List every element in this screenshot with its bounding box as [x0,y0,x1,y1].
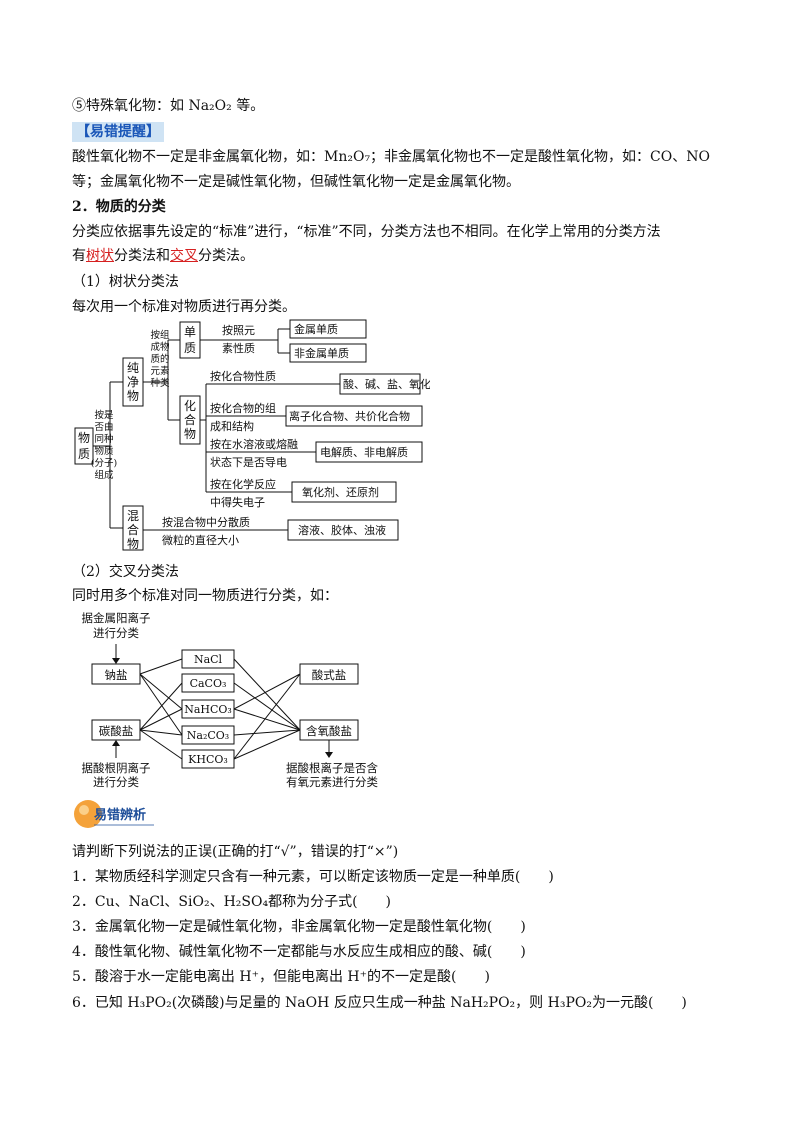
svg-text:电解质、非电解质: 电解质、非电解质 [320,445,408,459]
quiz-item-2: 2．Cu、NaCl、SiO₂、H₂SO₄都称为分子式( ) [72,894,392,910]
logo-text: 易错辨析 [94,807,146,823]
quiz-item-3: 3．金属氧化物一定是碱性氧化物，非金属氧化物一定是酸性氧化物( ) [72,919,526,935]
warning-line-2: 等；金属氧化物不一定是碱性氧化物，但碱性氧化物一定是金属氧化物。 [72,174,520,190]
svg-text:单: 单 [184,325,196,339]
highlight-cross: 交叉 [170,248,198,264]
svg-text:按组: 按组 [150,329,170,341]
svg-text:中得失电子: 中得失电子 [210,496,265,509]
svg-text:组成: 组成 [94,469,114,481]
svg-text:据酸根离子是否含: 据酸根离子是否含 [286,761,378,775]
p2-pre: 有 [72,248,86,264]
svg-text:混: 混 [127,509,139,523]
svg-text:进行分类: 进行分类 [93,626,139,640]
svg-text:按在化学反应: 按在化学反应 [210,477,276,491]
warning-badge: 【易错提醒】 [72,122,164,142]
section-paragraph-2: 有树状分类法和交叉分类法。 [72,246,254,266]
quiz-instruction: 请判断下列说法的正误(正确的打“√”，错误的打“×”) [72,844,399,860]
p2-mid: 分类法和 [114,248,170,264]
svg-text:物质: 物质 [94,445,114,457]
p2-post: 分类法。 [198,248,254,264]
svg-text:CaCO₃: CaCO₃ [190,677,227,690]
cross-carbonate: 碳酸盐 [99,724,134,738]
cross-acid-salt: 酸式盐 [312,668,347,682]
svg-text:净: 净 [127,375,139,389]
item-special-oxide: ⑤特殊氧化物：如 Na₂O₂ 等。 [72,98,265,114]
svg-text:据酸根阴离子: 据酸根阴离子 [82,761,151,775]
section-heading: 2．物质的分类 [72,199,166,215]
svg-text:按混合物中分散质: 按混合物中分散质 [162,515,250,529]
svg-text:按化合物的组: 按化合物的组 [210,401,276,415]
svg-text:进行分类: 进行分类 [93,775,139,789]
svg-text:按化合物性质: 按化合物性质 [210,369,276,383]
svg-text:否由: 否由 [94,421,113,433]
svg-text:素性质: 素性质 [222,341,255,355]
quiz-item-4: 4．酸性氧化物、碱性氧化物不一定都能与水反应生成相应的酸、碱( ) [72,944,526,960]
svg-text:酸、碱、盐、氧化物等: 酸、碱、盐、氧化物等 [343,377,430,391]
svg-text:物: 物 [184,427,196,441]
svg-text:物: 物 [127,537,139,551]
warning-line-1: 酸性氧化物不一定是非金属氧化物，如：Mn₂O₇；非金属氧化物也不一定是酸性氧化物… [72,149,710,165]
tree-metal: 金属单质 [294,322,338,336]
svg-text:质: 质 [184,341,196,355]
tree-nonmetal: 非金属单质 [294,346,349,360]
subheading-tree: （1）树状分类法 [72,274,179,290]
svg-text:同种: 同种 [94,433,113,445]
section-paragraph-1: 分类应依据事先设定的“标准”进行，“标准”不同，分类方法也不相同。在化学上常用的… [72,224,661,240]
svg-text:有氧元素进行分类: 有氧元素进行分类 [286,775,378,789]
mistake-analysis-logo: 易错辨析 [74,800,154,828]
svg-text:氧化剂、还原剂: 氧化剂、还原剂 [302,485,379,499]
quiz-item-1: 1．某物质经科学测定只含有一种元素，可以断定该物质一定是一种单质( ) [72,869,554,885]
svg-text:成物: 成物 [150,341,170,353]
tree-root-2: 质 [78,447,90,461]
svg-text:Na₂CO₃: Na₂CO₃ [187,729,229,742]
cross-sodium-salt: 钠盐 [105,668,128,682]
svg-text:质的: 质的 [150,353,169,365]
svg-text:微粒的直径大小: 微粒的直径大小 [162,533,239,547]
svg-text:种类: 种类 [150,377,170,389]
cross-description: 同时用多个标准对同一物质进行分类，如： [72,588,338,604]
svg-text:NaCl: NaCl [194,653,223,666]
svg-text:物: 物 [127,389,139,403]
cross-oxo-salt: 含氧酸盐 [306,724,352,738]
svg-text:按在水溶液或熔融: 按在水溶液或熔融 [210,437,298,451]
svg-text:按是: 按是 [94,409,114,421]
tree-description: 每次用一个标准对物质进行再分类。 [72,299,296,315]
svg-text:溶液、胶体、浊液: 溶液、胶体、浊液 [298,523,386,537]
svg-text:纯: 纯 [127,361,139,375]
svg-text:元素: 元素 [150,365,170,377]
quiz-item-6: 6．已知 H₃PO₂(次磷酸)与足量的 NaOH 反应只生成一种盐 NaH₂PO… [72,995,687,1011]
svg-text:状态下是否导电: 状态下是否导电 [210,455,287,469]
svg-text:化: 化 [184,399,196,413]
subheading-cross: （2）交叉分类法 [72,564,179,580]
svg-text:按照元: 按照元 [222,323,255,337]
svg-text:(分子): (分子) [91,458,117,469]
svg-text:合: 合 [184,412,196,427]
svg-text:KHCO₃: KHCO₃ [188,753,228,766]
svg-text:成和结构: 成和结构 [210,419,254,433]
svg-text:NaHCO₃: NaHCO₃ [184,703,232,716]
tree-root-1: 物 [78,431,90,445]
svg-text:离子化合物、共价化合物: 离子化合物、共价化合物 [289,409,410,423]
highlight-tree: 树状 [86,248,114,264]
svg-text:据金属阳离子: 据金属阳离子 [82,611,151,625]
quiz-item-5: 5．酸溶于水一定能电离出 H⁺，但能电离出 H⁺的不一定是酸( ) [72,969,490,985]
svg-text:合: 合 [127,522,139,537]
